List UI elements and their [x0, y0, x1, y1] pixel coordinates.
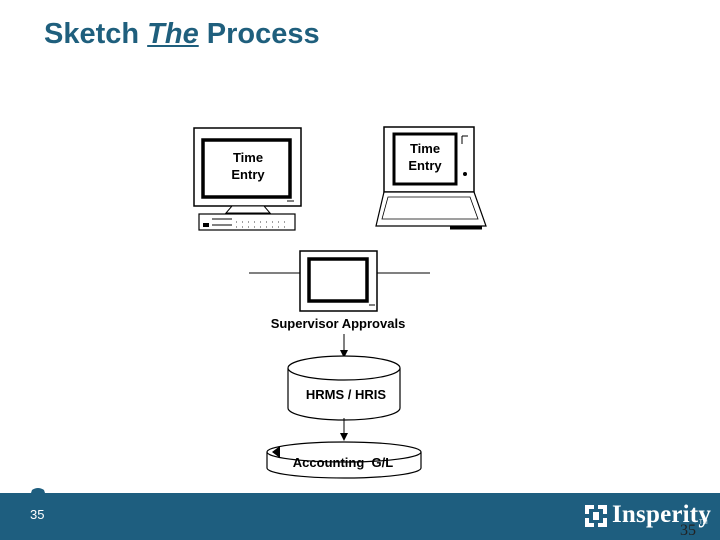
- accounting-label: Accounting G/L: [293, 455, 393, 470]
- footer-page-number: 35: [30, 507, 44, 522]
- laptop-screen-text-line1: Time: [410, 141, 440, 156]
- supervisor-monitor-icon: [249, 251, 430, 311]
- desktop-screen-text-line2: Entry: [231, 167, 265, 182]
- insperity-logo-icon: [582, 502, 610, 532]
- insperity-logo-text: Insperity: [612, 501, 711, 529]
- trademark-mark: TM: [699, 520, 708, 526]
- desktop-screen-text-line1: Time: [233, 150, 263, 165]
- laptop-screen-text-line2: Entry: [408, 158, 442, 173]
- corner-page-number: 35: [680, 522, 696, 540]
- supervisor-approvals-label: Supervisor Approvals: [271, 316, 406, 331]
- hrms-label: HRMS / HRIS: [306, 387, 387, 402]
- footer-tab-icon: [28, 486, 48, 502]
